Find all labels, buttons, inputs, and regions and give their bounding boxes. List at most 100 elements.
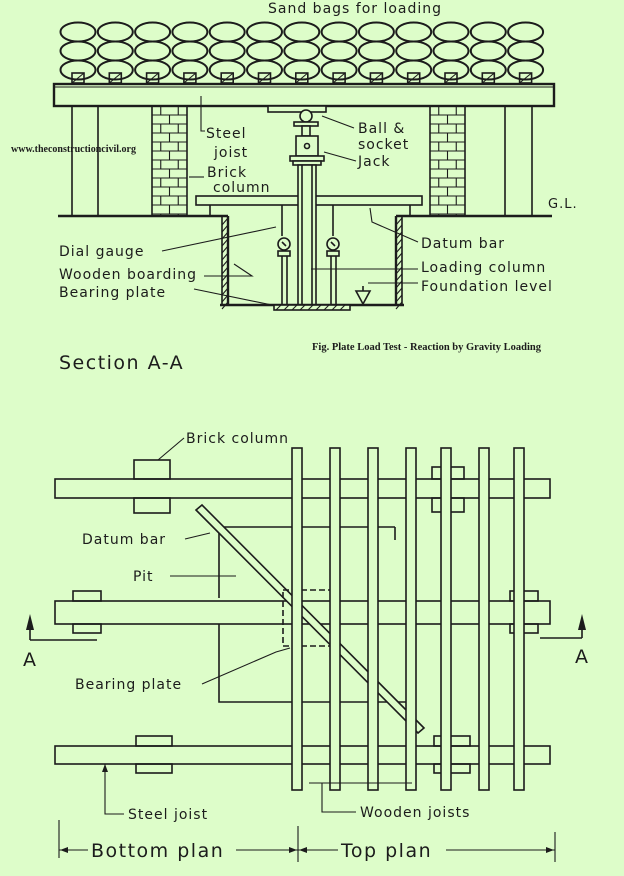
gauge-clamp <box>277 250 291 257</box>
top-plan-label: Top plan <box>340 840 432 862</box>
jack-label: Jack <box>357 154 391 170</box>
section-marker-right: A <box>540 614 590 668</box>
loading-column <box>297 164 317 306</box>
spacer-cross <box>108 72 122 84</box>
hatch-line <box>221 273 229 282</box>
brick-pad <box>135 735 173 747</box>
hatch-line <box>221 252 229 261</box>
hatch-line <box>395 231 403 240</box>
sand-bag <box>507 59 545 81</box>
hatch-line <box>331 304 338 311</box>
section-title: Section A-A <box>59 352 184 374</box>
section-marker-label: A <box>575 646 590 668</box>
brick-pad <box>135 763 173 774</box>
gauge-needle <box>330 241 336 247</box>
hatch-line <box>221 217 229 226</box>
datum-bar-leader <box>369 207 419 243</box>
foundation-level-label: Foundation level <box>421 279 553 295</box>
section-marker-label: A <box>23 649 38 671</box>
sand-bag <box>134 40 172 62</box>
hatch-line <box>307 304 314 311</box>
hatch-line <box>395 266 403 275</box>
hatch-line <box>395 217 403 226</box>
spacer-cross <box>519 72 532 84</box>
section-view: Sand bags for loading G.L. <box>11 1 577 374</box>
brick-pad <box>72 590 102 602</box>
brick-column-plan-label: Brick column <box>186 431 289 447</box>
wooden-boarding-leader <box>204 263 254 277</box>
sand-bag <box>96 40 134 62</box>
sand-bag <box>469 59 507 81</box>
sand-bag <box>134 21 172 43</box>
arrow-up-icon <box>578 614 586 630</box>
spacer-cross <box>407 72 421 84</box>
brick-pad <box>72 623 102 634</box>
sand-bag <box>320 40 358 62</box>
bearing-plate-plan-leader <box>201 647 291 685</box>
steel-joist-plan-label: Steel joist <box>128 807 208 823</box>
sand-bag <box>320 59 358 81</box>
datum-bar-plan <box>194 503 426 735</box>
wooden-joist <box>367 447 379 791</box>
steel-joist-label-1: Steel <box>206 126 247 142</box>
spacer-cross <box>71 72 85 84</box>
arrow-icon <box>102 764 108 772</box>
sand-bags <box>59 21 545 81</box>
sand-bag <box>395 21 433 43</box>
sand-bag <box>357 21 395 43</box>
spacer-cross <box>220 72 234 84</box>
bearing-plate-label: Bearing plate <box>59 285 166 301</box>
brick-column-label-2: column <box>213 180 271 196</box>
watermark: www.theconstructioncivil.org <box>11 144 136 155</box>
wooden-joists-leader <box>321 783 356 813</box>
figure-caption: Fig. Plate Load Test - Reaction by Gravi… <box>312 342 542 353</box>
pit-label: Pit <box>133 569 154 585</box>
hatch-line <box>283 304 290 311</box>
datum-bar-diagonal <box>194 503 426 735</box>
sand-bag <box>432 40 470 62</box>
spacer-cross <box>295 72 309 84</box>
wooden-joist <box>513 447 525 791</box>
loading-column-label: Loading column <box>421 260 546 276</box>
hatch-line <box>395 294 403 303</box>
wooden-boarding-left <box>221 217 229 310</box>
bearing-plate-plan-label: Bearing plate <box>75 677 182 693</box>
gauge-clamp <box>326 250 340 257</box>
bearing-plate <box>273 304 351 311</box>
sand-bag <box>246 40 283 62</box>
wooden-joist <box>440 447 452 791</box>
sand-bag <box>96 59 134 81</box>
hatch-line <box>299 304 306 311</box>
brick-pad <box>133 497 171 514</box>
arrow-up-icon <box>26 614 34 630</box>
jack-leader <box>323 151 357 162</box>
sand-bag <box>395 40 433 62</box>
sand-bag <box>507 40 545 62</box>
spacer-cross <box>370 72 383 84</box>
hatch-line <box>395 301 403 310</box>
pit-outline <box>218 527 410 703</box>
ball-socket-label-2: socket <box>358 137 409 153</box>
brick-pad <box>433 735 471 747</box>
hatch-line <box>221 224 229 233</box>
hatch-line <box>395 245 403 254</box>
dial-gauge-left <box>277 205 291 305</box>
brick-pad <box>433 763 471 774</box>
sand-bag <box>469 21 507 43</box>
hatch-line <box>395 224 403 233</box>
sand-bag <box>283 21 321 43</box>
wooden-joists <box>291 447 525 791</box>
brick-column-right <box>429 105 466 217</box>
hatch-line <box>395 238 403 247</box>
sand-bag <box>59 40 97 62</box>
sand-bag <box>469 40 507 62</box>
sand-bag <box>283 59 321 81</box>
sand-bag <box>432 21 470 43</box>
bearing-plate-hatch <box>275 304 346 311</box>
sand-bag <box>171 59 209 81</box>
dial-gauge-right <box>326 205 340 305</box>
sand-bag <box>171 40 209 62</box>
sand-bag <box>432 59 470 81</box>
wooden-joists-label: Wooden joists <box>360 805 470 821</box>
